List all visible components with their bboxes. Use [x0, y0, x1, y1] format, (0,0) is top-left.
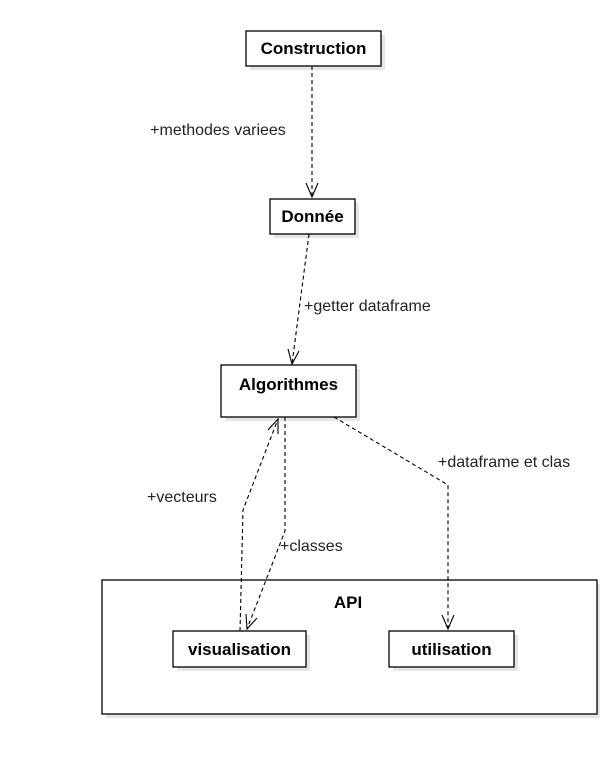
- edge-visualisation-algorithmes-line: [239, 418, 279, 632]
- donnee-box: [269, 198, 356, 235]
- edge-donnee-algorithmes-arrowhead: [287, 348, 300, 366]
- edge-algorithmes-visualisation-arrowhead: [245, 613, 258, 631]
- utilisation-box: [388, 630, 515, 668]
- construction-node[interactable]: Construction: [245, 30, 385, 70]
- algorithmes-node[interactable]: Algorithmes: [220, 364, 360, 421]
- edge-algorithmes-utilisation[interactable]: +dataframe et clas: [333, 416, 570, 631]
- edge-donnee-algorithmes-line: [291, 233, 310, 365]
- edge-algorithmes-visualisation[interactable]: +classes: [245, 417, 343, 631]
- edge-construction-donnee-arrowhead: [305, 182, 319, 199]
- edge-algorithmes-utilisation-label: +dataframe et clas: [438, 454, 570, 471]
- edge-donnee-algorithmes-label: +getter dataframe: [304, 298, 431, 315]
- utilisation-node[interactable]: utilisation: [388, 630, 518, 671]
- edge-visualisation-algorithmes-arrowhead: [267, 417, 279, 434]
- construction-label: Construction: [261, 39, 367, 58]
- utilisation-label: utilisation: [411, 640, 491, 659]
- algorithmes-label: Algorithmes: [239, 375, 338, 394]
- algorithmes-box: [220, 364, 357, 418]
- donnee-label: Donnée: [281, 207, 343, 226]
- visualisation-label: visualisation: [188, 640, 291, 659]
- api-package-label: API: [334, 593, 362, 612]
- edge-donnee-algorithmes[interactable]: +getter dataframe: [287, 233, 431, 366]
- donnee-node[interactable]: Donnée: [269, 198, 359, 238]
- visualisation-node[interactable]: visualisation: [172, 630, 310, 671]
- edge-algorithmes-visualisation-line: [246, 417, 286, 630]
- visualisation-box: [172, 630, 307, 668]
- edge-visualisation-algorithmes[interactable]: +vecteurs: [147, 417, 279, 632]
- edge-construction-donnee-label: +methodes variees: [150, 122, 286, 139]
- edge-algorithmes-utilisation-line: [333, 416, 449, 629]
- edge-construction-donnee[interactable]: +methodes variees: [150, 66, 319, 199]
- edge-algorithmes-visualisation-label: +classes: [280, 538, 343, 555]
- construction-box: [245, 30, 382, 67]
- edge-algorithmes-utilisation-arrowhead: [441, 614, 455, 631]
- edge-visualisation-algorithmes-label: +vecteurs: [147, 489, 217, 506]
